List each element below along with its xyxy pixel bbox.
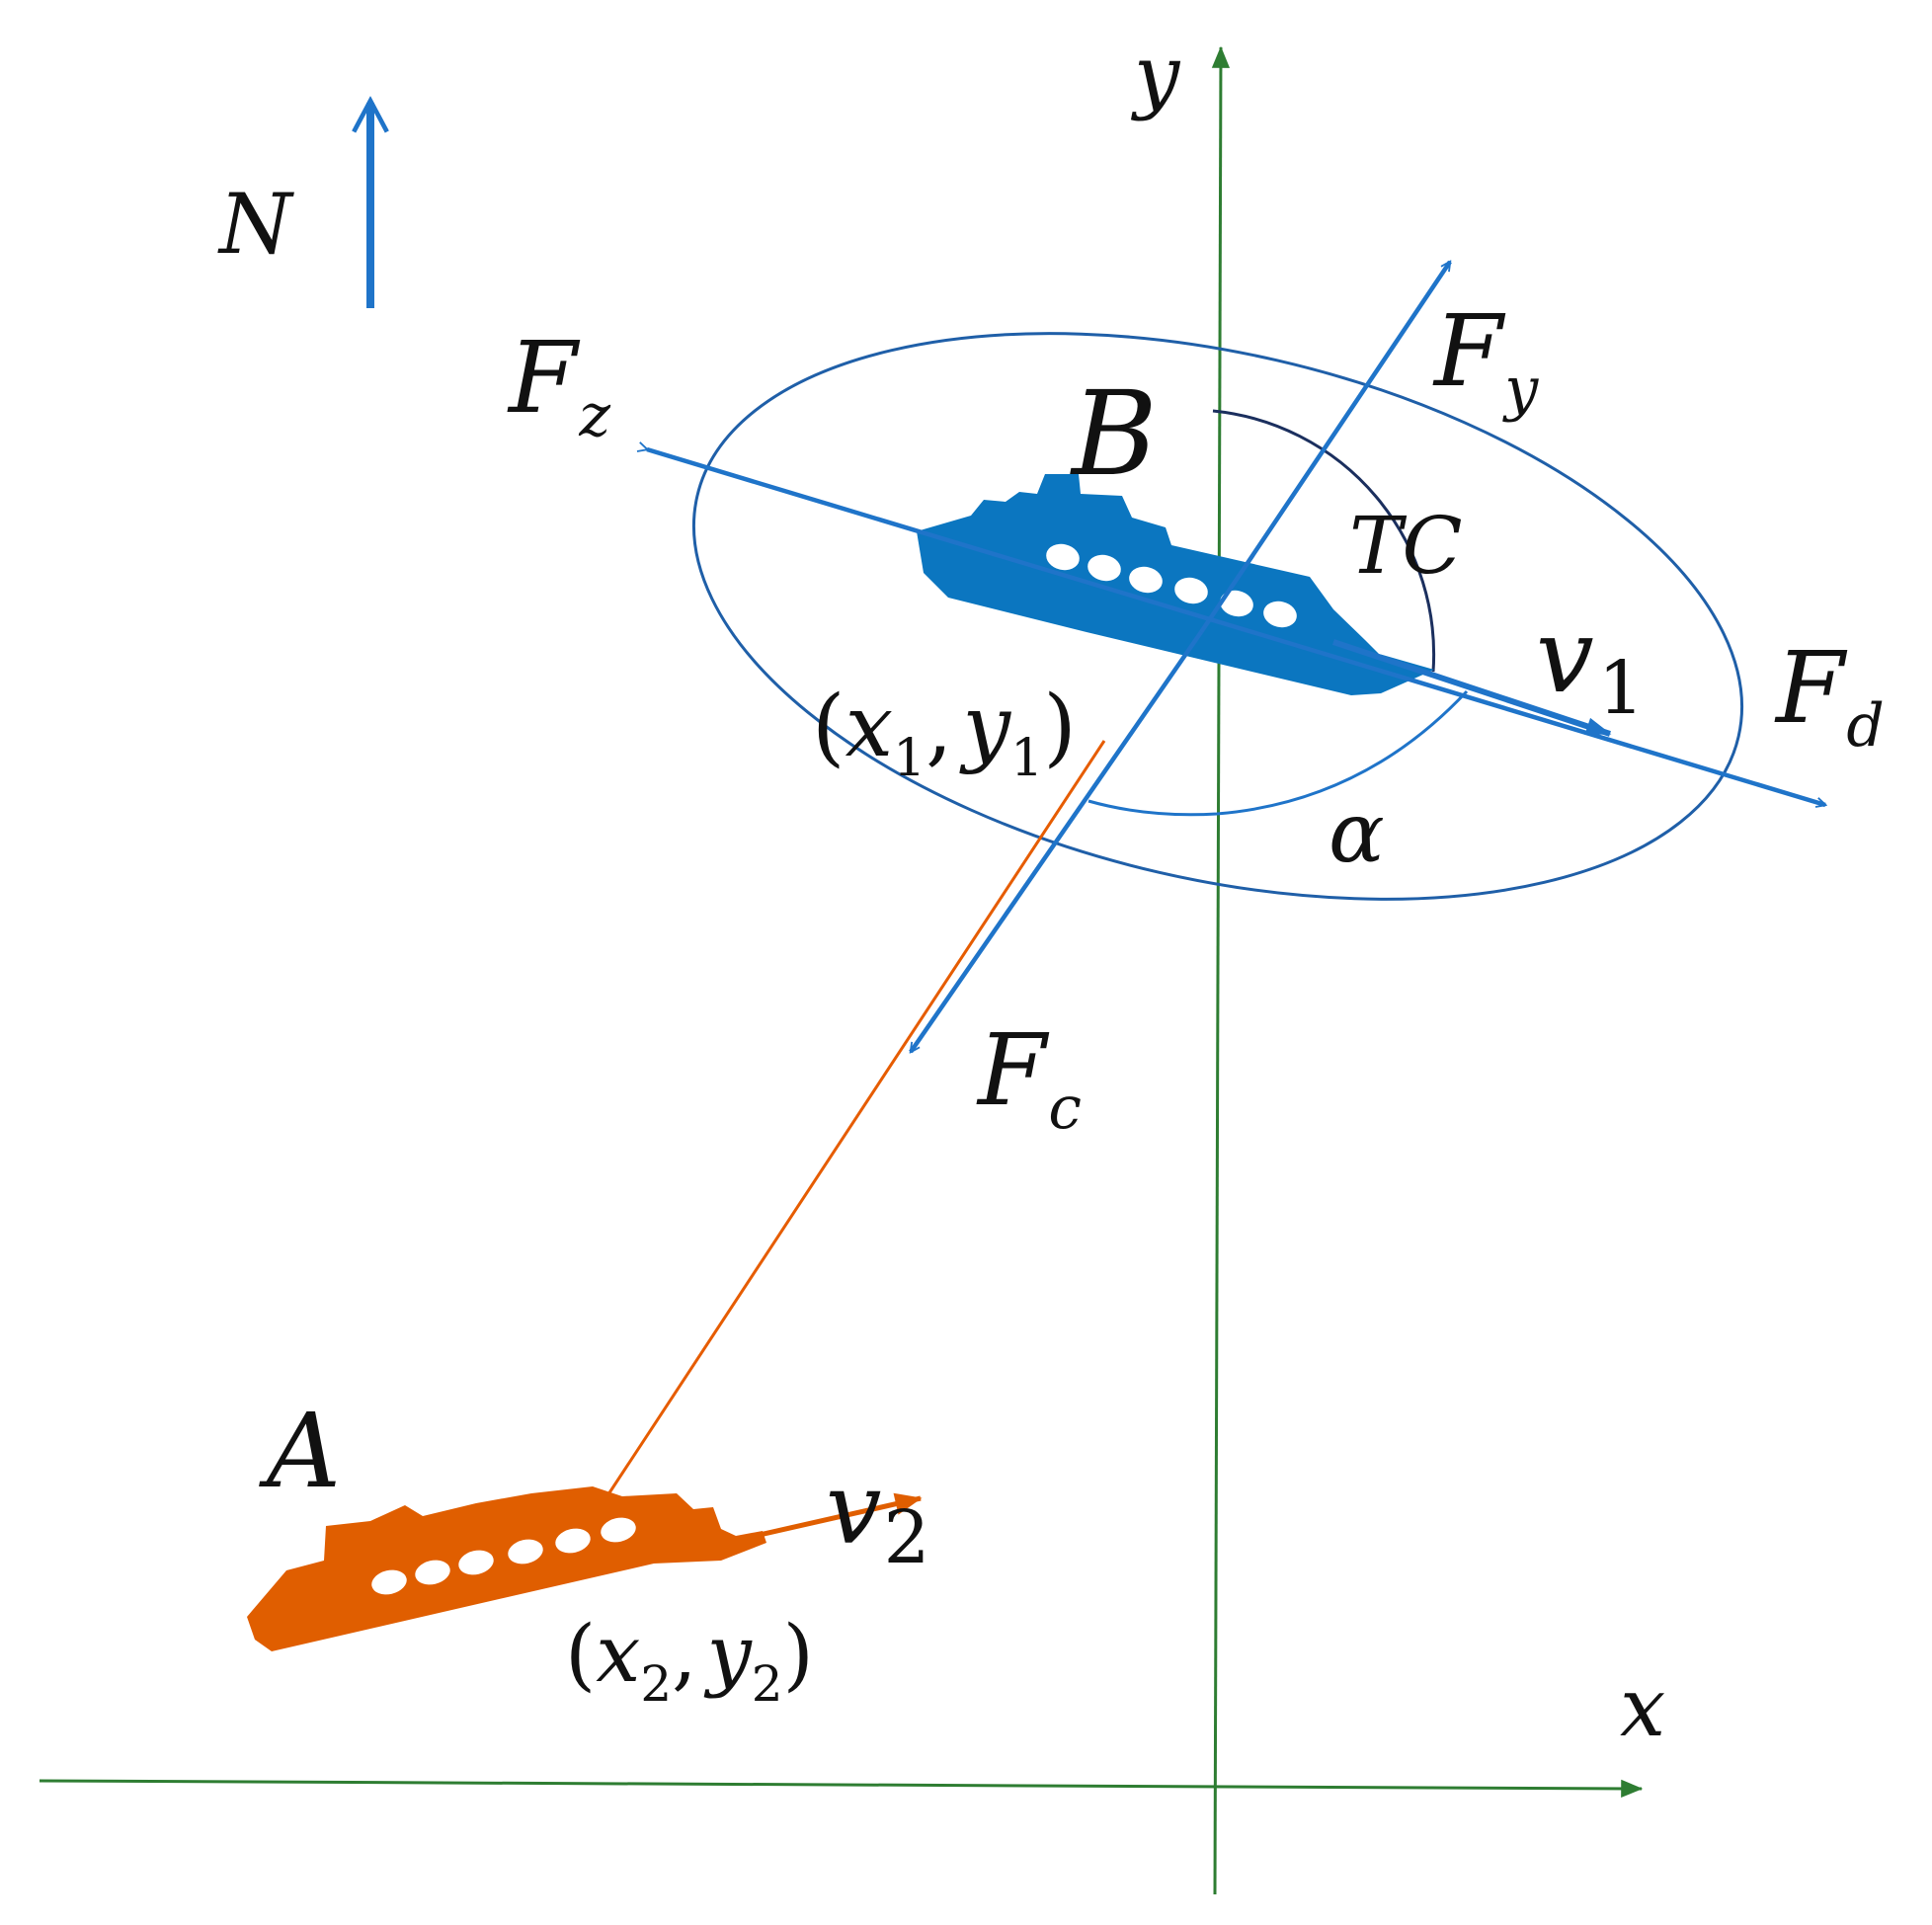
y-axis-label: y <box>1130 29 1181 122</box>
tc-label: TC <box>1349 500 1463 592</box>
x-axis-label: x <box>1620 1661 1665 1755</box>
ship-a-label: A <box>259 1391 341 1511</box>
ship-a <box>247 1486 766 1651</box>
y-axis <box>1211 45 1231 1895</box>
fc-vector <box>909 630 1203 1052</box>
fz-fd-vector <box>647 449 1825 805</box>
tow-line <box>603 740 1106 1501</box>
x-axis <box>39 1779 1644 1798</box>
fc-label: Fc <box>976 1012 1082 1143</box>
v1-vector <box>1332 639 1612 737</box>
ship-icon <box>247 1486 766 1651</box>
fz-label: Fz <box>507 320 610 450</box>
v2-vector <box>750 1492 923 1540</box>
fy-vector <box>1199 262 1452 634</box>
coord-a-label: (x2,y2) <box>565 1608 814 1713</box>
fd-label: Fd <box>1774 630 1885 761</box>
alpha-label: α <box>1328 784 1385 881</box>
north-label: N <box>217 176 294 273</box>
coord-b-label: (x1,y1) <box>812 678 1077 788</box>
fy-label: Fy <box>1432 293 1539 424</box>
ship-a-portholes <box>371 1517 636 1595</box>
v2-label: v2 <box>826 1451 930 1580</box>
ship-b-label: B <box>1070 365 1158 502</box>
v1-label: v1 <box>1536 596 1645 731</box>
